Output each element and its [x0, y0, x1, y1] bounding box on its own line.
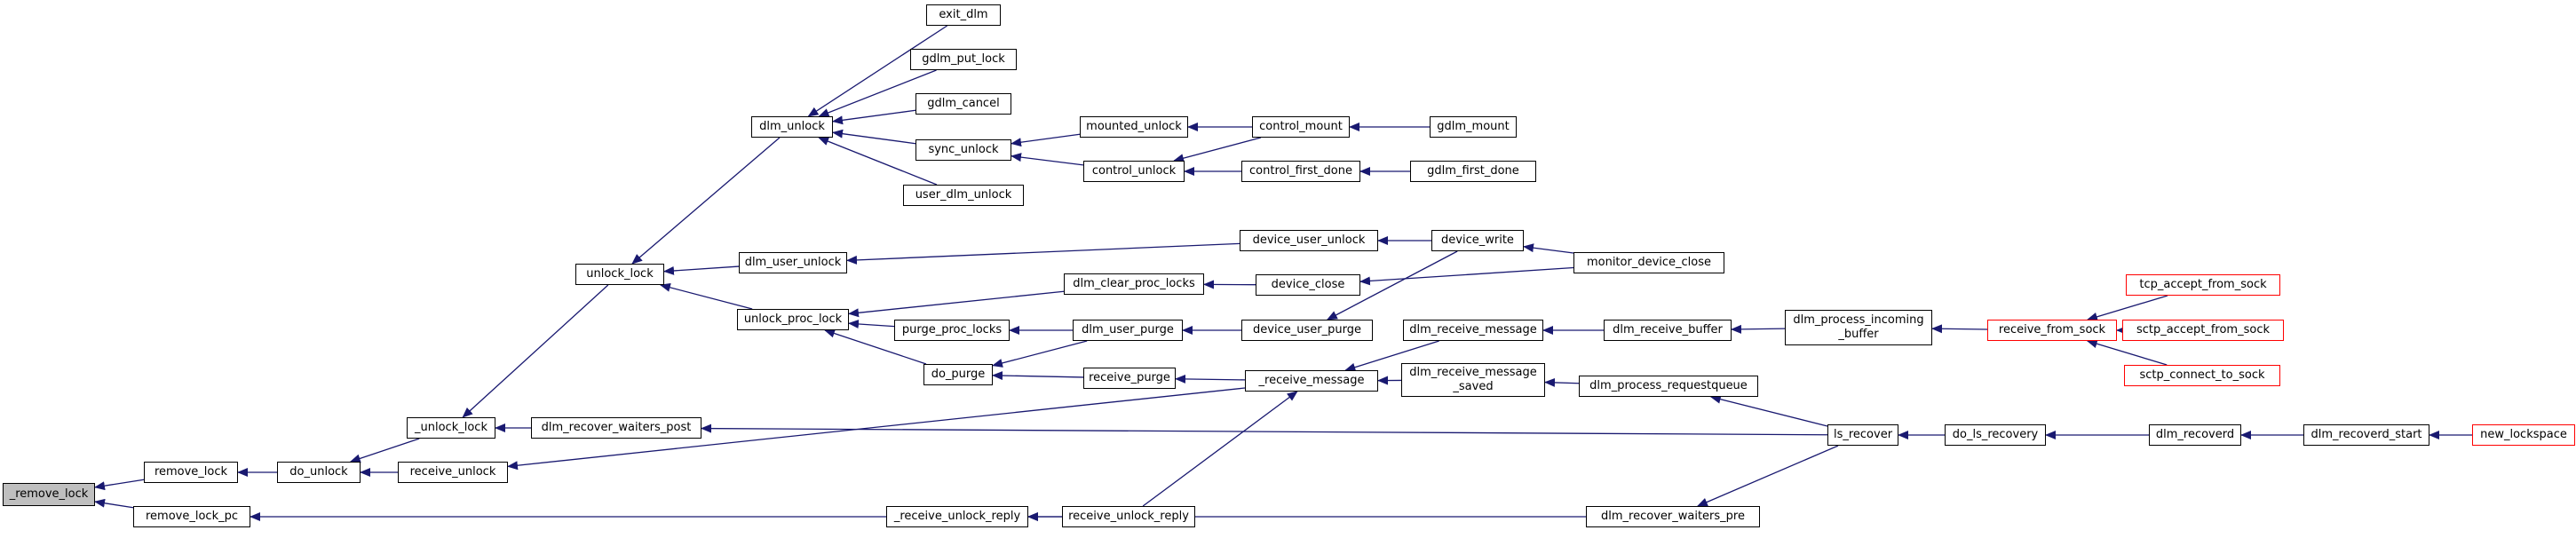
edge-do-purge-to-unlock-proc-lock — [824, 328, 927, 365]
edge-ls-recover-to-dlm-process-requestqueue — [1709, 394, 1828, 427]
node-dlm-process-requestqueue[interactable]: dlm_process_requestqueue — [1579, 376, 1758, 397]
edge-dlm-process-incoming-buffer-to-dlm-receive-buffer — [1731, 324, 1786, 334]
edge-dlm-receive-message-to-receive-message- — [1344, 340, 1439, 372]
node-receive-unlock-reply-[interactable]: _receive_unlock_reply — [886, 506, 1028, 527]
edge-remove-lock-to-remove-lock-root — [94, 479, 145, 491]
graph-edges — [94, 25, 2472, 521]
node-device-write[interactable]: device_write — [1431, 230, 1524, 251]
node-do-purge[interactable]: do_purge — [923, 364, 993, 385]
node-control-first-done[interactable]: control_first_done — [1241, 161, 1360, 182]
edge-gdlm-cancel-to-dlm-unlock — [832, 109, 916, 125]
edge-monitor-device-close-to-device-close — [1359, 266, 1574, 286]
edge-sync-unlock-to-dlm-unlock — [832, 129, 916, 145]
edge-control-unlock-to-sync-unlock — [1011, 153, 1084, 166]
edge-unlock-lock--to-do-unlock — [349, 438, 420, 463]
node-unlock-proc-lock[interactable]: unlock_proc_lock — [737, 309, 849, 330]
edge-exit-dlm-to-dlm-unlock — [807, 25, 947, 117]
node-dlm-user-purge[interactable]: dlm_user_purge — [1073, 320, 1183, 341]
node-device-user-purge[interactable]: device_user_purge — [1241, 320, 1373, 341]
edge-dlm-clear-proc-locks-to-unlock-proc-lock — [848, 290, 1065, 318]
edge-control-mount-to-control-unlock — [1173, 137, 1262, 163]
node-gdlm-cancel[interactable]: gdlm_cancel — [915, 93, 1011, 115]
edge-receive-from-sock-to-dlm-process-incoming-buffer — [1931, 324, 1988, 334]
node-receive-message-[interactable]: _receive_message — [1245, 370, 1378, 392]
edge-tcp-accept-from-sock-to-receive-from-sock — [2087, 295, 2168, 321]
node-dlm-receive-message-saved[interactable]: dlm_receive_message _saved — [1401, 363, 1545, 397]
edge-receive-message--to-receive-purge — [1175, 374, 1246, 384]
node-dlm-clear-proc-locks[interactable]: dlm_clear_proc_locks — [1064, 273, 1204, 295]
node-dlm-recoverd-start[interactable]: dlm_recoverd_start — [2303, 424, 2429, 446]
edge-unlock-lock-to-unlock-lock- — [462, 284, 609, 418]
node-monitor-device-close[interactable]: monitor_device_close — [1573, 252, 1724, 273]
edge-dlm-user-purge-to-do-purge — [992, 340, 1088, 368]
node-dlm-recover-waiters-pre[interactable]: dlm_recover_waiters_pre — [1586, 506, 1760, 527]
node-sctp-connect-to-sock[interactable]: sctp_connect_to_sock — [2124, 365, 2280, 386]
node-dlm-receive-message[interactable]: dlm_receive_message — [1403, 320, 1543, 341]
node-do-unlock[interactable]: do_unlock — [277, 462, 361, 483]
node-do-ls-recovery[interactable]: do_ls_recovery — [1945, 424, 2046, 446]
node-remove-lock[interactable]: remove_lock — [144, 462, 238, 483]
node-mounted-unlock[interactable]: mounted_unlock — [1080, 116, 1188, 138]
node-receive-unlock-reply[interactable]: receive_unlock_reply — [1062, 506, 1195, 527]
node-device-close[interactable]: device_close — [1256, 274, 1360, 296]
edge-receive-unlock-reply-to-receive-message- — [1142, 391, 1298, 507]
node-purge-proc-locks[interactable]: purge_proc_locks — [894, 320, 1010, 341]
node-user-dlm-unlock[interactable]: user_dlm_unlock — [903, 185, 1024, 206]
edge-dlm-user-unlock-to-unlock-lock — [663, 265, 740, 275]
node-remove-lock-root[interactable]: _remove_lock — [3, 483, 95, 506]
edge-dlm-process-requestqueue-to-dlm-receive-message-saved — [1544, 377, 1580, 387]
node-dlm-receive-buffer[interactable]: dlm_receive_buffer — [1604, 320, 1732, 341]
edge-remove-lock-pc-to-remove-lock-root — [94, 498, 134, 509]
node-ls-recover[interactable]: ls_recover — [1827, 424, 1898, 446]
node-sync-unlock[interactable]: sync_unlock — [915, 139, 1011, 161]
node-control-mount[interactable]: control_mount — [1252, 116, 1350, 138]
edge-dlm-unlock-to-unlock-lock — [631, 137, 781, 265]
node-dlm-user-unlock[interactable]: dlm_user_unlock — [739, 252, 847, 273]
node-receive-purge[interactable]: receive_purge — [1083, 368, 1176, 389]
node-dlm-unlock[interactable]: dlm_unlock — [751, 116, 833, 138]
edge-receive-message--to-receive-unlock — [507, 387, 1246, 471]
node-receive-unlock[interactable]: receive_unlock — [398, 462, 508, 483]
node-gdlm-put-lock[interactable]: gdlm_put_lock — [910, 49, 1017, 70]
node-gdlm-first-done[interactable]: gdlm_first_done — [1410, 161, 1536, 182]
node-dlm-recoverd[interactable]: dlm_recoverd — [2149, 424, 2241, 446]
node-unlock-lock-[interactable]: _unlock_lock — [407, 417, 495, 439]
node-dlm-process-incoming-buffer[interactable]: dlm_process_incoming _buffer — [1785, 310, 1932, 345]
node-dlm-recover-waiters-post[interactable]: dlm_recover_waiters_post — [531, 417, 701, 439]
node-sctp-accept-from-sock[interactable]: sctp_accept_from_sock — [2122, 320, 2284, 341]
edge-device-user-unlock-to-dlm-user-unlock — [846, 242, 1240, 265]
edge-ls-recover-to-dlm-recover-waiters-post — [701, 423, 1828, 436]
node-new-lockspace[interactable]: new_lockspace — [2472, 424, 2575, 446]
edge-gdlm-put-lock-to-dlm-unlock — [818, 69, 937, 117]
edge-receive-purge-to-do-purge — [992, 371, 1084, 381]
edge-ls-recover-to-dlm-recover-waiters-pre — [1696, 445, 1839, 507]
node-remove-lock-pc[interactable]: remove_lock_pc — [133, 506, 250, 527]
edge-user-dlm-unlock-to-dlm-unlock — [818, 137, 938, 186]
edge-sctp-connect-to-sock-to-receive-from-sock — [2086, 339, 2168, 366]
edge-device-write-to-device-user-purge — [1326, 250, 1458, 321]
node-receive-from-sock[interactable]: receive_from_sock — [1987, 320, 2117, 341]
edge-purge-proc-locks-to-unlock-proc-lock — [848, 319, 895, 328]
node-device-user-unlock[interactable]: device_user_unlock — [1240, 230, 1378, 251]
node-unlock-lock[interactable]: unlock_lock — [575, 264, 664, 285]
node-tcp-accept-from-sock[interactable]: tcp_accept_from_sock — [2126, 274, 2280, 296]
node-gdlm-mount[interactable]: gdlm_mount — [1430, 116, 1517, 138]
edge-unlock-proc-lock-to-unlock-lock — [659, 282, 753, 310]
edge-monitor-device-close-to-device-write — [1523, 243, 1574, 254]
node-control-unlock[interactable]: control_unlock — [1083, 161, 1185, 182]
node-exit-dlm[interactable]: exit_dlm — [926, 4, 1001, 26]
edge-mounted-unlock-to-sync-unlock — [1011, 133, 1081, 147]
